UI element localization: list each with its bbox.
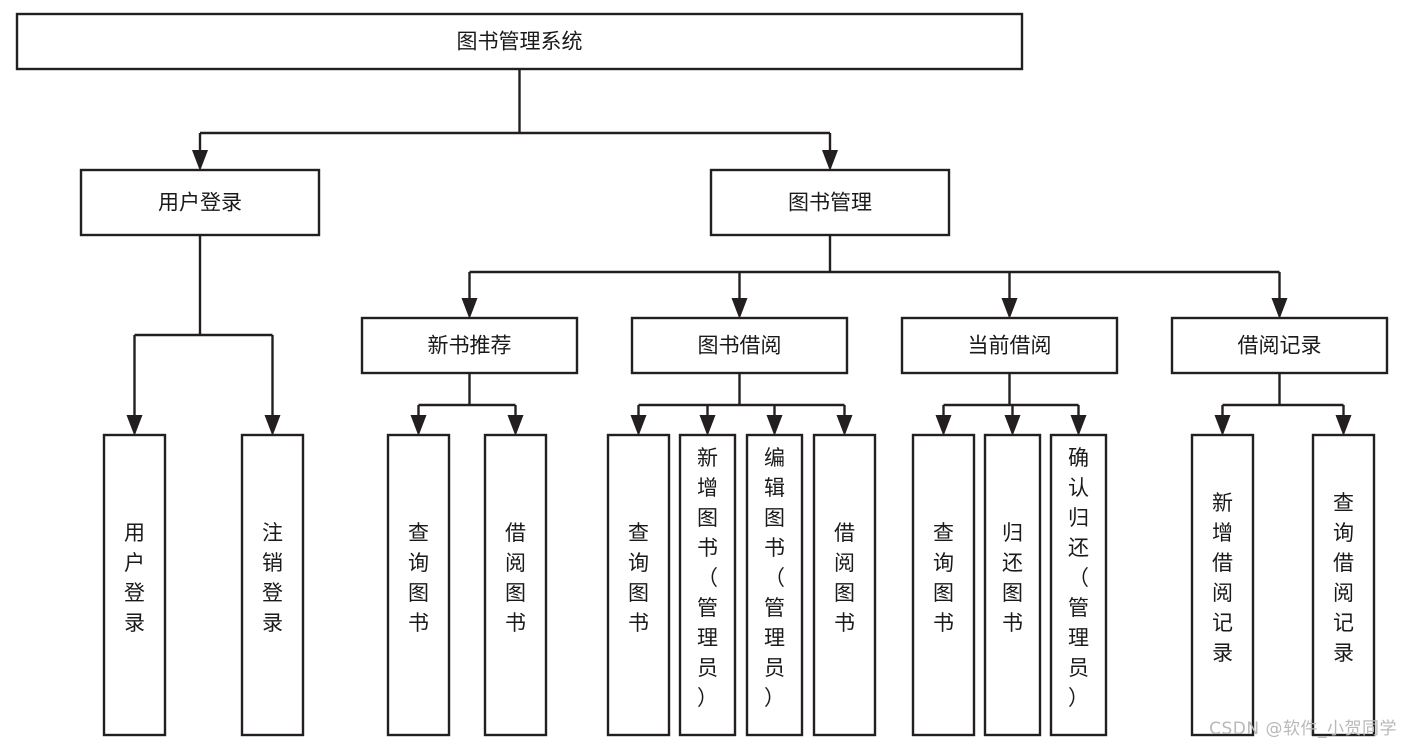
node-box[interactable] xyxy=(483,433,548,737)
arrow-head-icon xyxy=(1004,415,1021,436)
arrow-head-icon xyxy=(731,298,748,319)
arrow-head-icon xyxy=(192,150,208,171)
node-box[interactable] xyxy=(1190,433,1255,737)
node-label: 借阅图书 xyxy=(505,521,526,635)
node-box[interactable] xyxy=(606,433,671,737)
node-box[interactable] xyxy=(983,433,1042,737)
node-r2[interactable]: 查询借阅记录 xyxy=(1311,433,1376,737)
node-box[interactable] xyxy=(709,168,951,237)
node-b3[interactable]: 编辑图书（管理员） xyxy=(745,433,804,737)
node-c1[interactable]: 查询图书 xyxy=(911,433,976,737)
arrow-head-icon xyxy=(699,415,716,436)
node-root[interactable]: 图书管理系统 xyxy=(15,12,1024,71)
node-box[interactable] xyxy=(102,433,167,737)
arrow-head-icon xyxy=(264,415,281,436)
arrow-head-icon xyxy=(1271,298,1288,319)
node-box[interactable] xyxy=(79,168,321,237)
node-label: 用户登录 xyxy=(124,521,145,635)
node-c3[interactable]: 确认归还（管理员） xyxy=(1049,433,1108,737)
node-label: 借阅图书 xyxy=(834,521,855,635)
node-newbook[interactable]: 新书推荐 xyxy=(360,316,579,375)
node-label: 查询图书 xyxy=(933,521,954,635)
arrow-head-icon xyxy=(410,415,427,436)
node-box[interactable] xyxy=(1311,433,1376,737)
arrow-head-icon xyxy=(1214,415,1231,436)
node-b4[interactable]: 借阅图书 xyxy=(812,433,877,737)
arrow-head-icon xyxy=(126,415,143,436)
node-label: 借阅记录 xyxy=(1238,334,1322,358)
arrow-head-icon xyxy=(507,415,524,436)
node-box[interactable] xyxy=(900,316,1119,375)
node-label: 注销登录 xyxy=(262,521,283,635)
arrow-head-icon xyxy=(1001,298,1018,319)
node-box[interactable] xyxy=(15,12,1024,71)
node-b2[interactable]: 新增图书（管理员） xyxy=(678,433,737,737)
connector-layer xyxy=(126,69,1352,436)
arrow-head-icon xyxy=(1335,415,1352,436)
node-label: 确认归还（管理员） xyxy=(1068,446,1089,710)
node-box[interactable] xyxy=(745,433,804,737)
node-label: 新增图书（管理员） xyxy=(697,446,718,710)
arrow-head-icon xyxy=(822,150,838,171)
node-box[interactable] xyxy=(360,316,579,375)
node-borrow[interactable]: 图书借阅 xyxy=(630,316,849,375)
node-box[interactable] xyxy=(1170,316,1389,375)
node-n1[interactable]: 查询图书 xyxy=(386,433,451,737)
node-box[interactable] xyxy=(386,433,451,737)
node-label: 用户登录 xyxy=(158,191,242,215)
node-label: 图书借阅 xyxy=(698,334,782,358)
node-label: 新增借阅记录 xyxy=(1212,491,1233,665)
node-label: 查询借阅记录 xyxy=(1333,491,1354,665)
node-bookmgmt[interactable]: 图书管理 xyxy=(709,168,951,237)
arrow-head-icon xyxy=(461,298,478,319)
node-box[interactable] xyxy=(678,433,737,737)
node-current[interactable]: 当前借阅 xyxy=(900,316,1119,375)
node-box[interactable] xyxy=(812,433,877,737)
node-label: 查询图书 xyxy=(628,521,649,635)
node-layer: 图书管理系统用户登录图书管理新书推荐图书借阅当前借阅借阅记录用户登录注销登录查询… xyxy=(15,12,1389,737)
node-l2[interactable]: 注销登录 xyxy=(240,433,305,737)
node-l1[interactable]: 用户登录 xyxy=(102,433,167,737)
node-label: 查询图书 xyxy=(408,521,429,635)
arrow-head-icon xyxy=(935,415,952,436)
node-box[interactable] xyxy=(630,316,849,375)
arrow-head-icon xyxy=(766,415,783,436)
node-c2[interactable]: 归还图书 xyxy=(983,433,1042,737)
node-label: 图书管理系统 xyxy=(457,30,583,54)
node-box[interactable] xyxy=(240,433,305,737)
arrow-head-icon xyxy=(1070,415,1087,436)
node-b1[interactable]: 查询图书 xyxy=(606,433,671,737)
node-label: 新书推荐 xyxy=(428,334,512,358)
node-label: 归还图书 xyxy=(1002,521,1023,635)
node-label: 图书管理 xyxy=(788,191,872,215)
node-box[interactable] xyxy=(911,433,976,737)
arrow-head-icon xyxy=(630,415,647,436)
node-records[interactable]: 借阅记录 xyxy=(1170,316,1389,375)
csdn-watermark: CSDN @软件_小贺同学 xyxy=(1209,719,1397,739)
node-label: 编辑图书（管理员） xyxy=(764,446,785,710)
arrow-head-icon xyxy=(836,415,853,436)
node-label: 当前借阅 xyxy=(968,334,1052,358)
node-box[interactable] xyxy=(1049,433,1108,737)
node-r1[interactable]: 新增借阅记录 xyxy=(1190,433,1255,737)
node-n2[interactable]: 借阅图书 xyxy=(483,433,548,737)
node-login[interactable]: 用户登录 xyxy=(79,168,321,237)
